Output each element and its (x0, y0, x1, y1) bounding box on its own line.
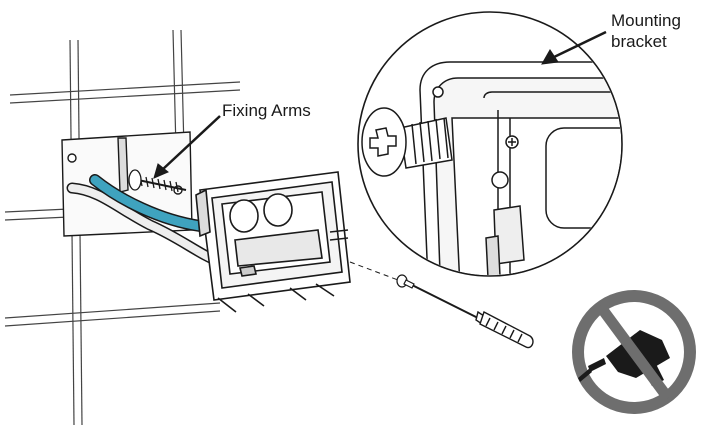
no-drill-icon (572, 290, 696, 414)
faceplate-frame (195, 171, 351, 313)
alignment-dashed-line (349, 261, 399, 281)
fixing-arms-label: Fixing Arms (222, 101, 311, 120)
fixing-arms-leader (153, 115, 221, 179)
mounting-bracket-label-line2: bracket (611, 32, 667, 51)
mounting-bracket-label: Mounting bracket (611, 10, 681, 52)
screw-icon (396, 274, 415, 289)
mounting-bracket-leader (541, 30, 607, 65)
wall-tiles (4, 29, 241, 425)
screwdriver-icon (409, 283, 534, 349)
fixing-arm-spring (128, 169, 187, 193)
mounting-bracket-label-line1: Mounting (611, 11, 681, 30)
